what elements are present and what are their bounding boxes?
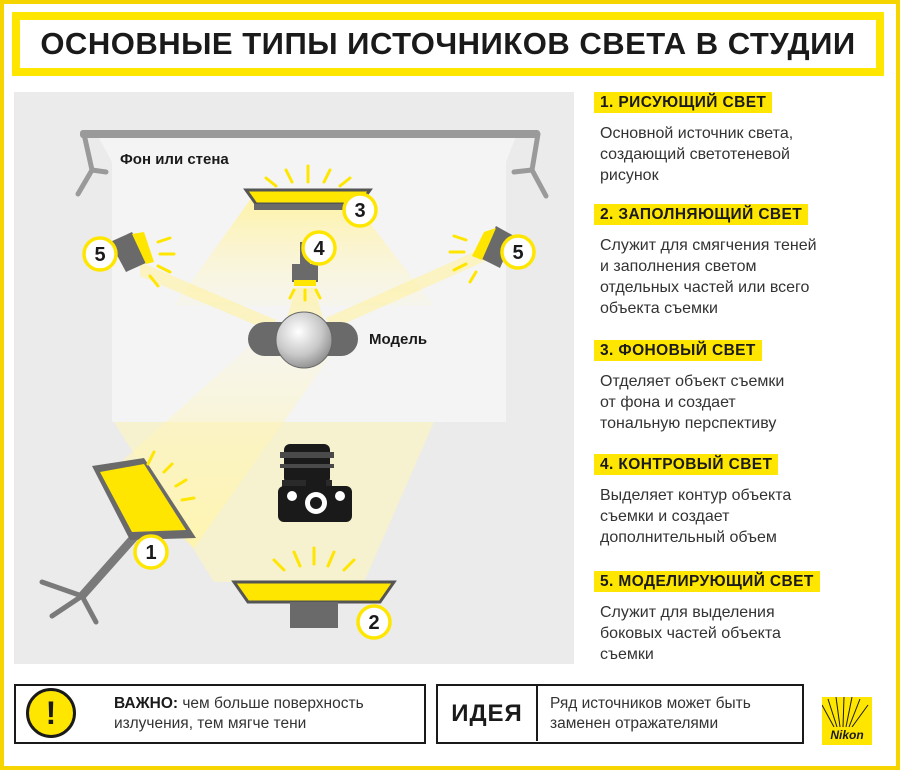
camera-icon <box>278 444 352 522</box>
page-title: ОСНОВНЫЕ ТИПЫ ИСТОЧНИКОВ СВЕТА В СТУДИИ <box>40 26 856 61</box>
svg-text:4: 4 <box>313 238 325 260</box>
marker-1: 1 <box>133 534 169 570</box>
model-head <box>275 311 333 369</box>
beam-modeling-right <box>326 244 492 330</box>
backdrop-stand-right <box>511 131 549 199</box>
light-rays-top <box>264 164 352 188</box>
modeling-light-right-fixture <box>472 226 514 268</box>
marker-5-left: 5 <box>82 236 118 272</box>
modeling-light-left-rays <box>148 236 176 288</box>
backdrop-stand-left <box>75 131 109 197</box>
key-light-diffuser <box>100 464 186 532</box>
modeling-light-left-fixture <box>110 232 154 272</box>
svg-text:5: 5 <box>94 244 105 266</box>
svg-text:1: 1 <box>145 542 156 564</box>
marker-5-right: 5 <box>500 234 536 270</box>
legend-item-modeling-light: 5. МОДЕЛИРУЮЩИЙ СВЕТ Служит для выделени… <box>594 571 890 665</box>
legend-description: Основной источник света, создающий свето… <box>600 125 794 184</box>
legend-item-back-light: 4. КОНТРОВЫЙ СВЕТ Выделяет контур объект… <box>594 454 890 548</box>
important-label: ВАЖНО: <box>114 695 179 712</box>
modeling-light-right-rays <box>448 234 478 284</box>
legend-description: Выделяет контур объекта съемки и создает… <box>600 487 792 546</box>
legend-description: Служит для смягчения теней и заполнения … <box>600 237 817 317</box>
warning-icon: ! <box>26 688 76 738</box>
key-light-rays <box>146 450 196 502</box>
legend-header: 2. ЗАПОЛНЯЮЩИЙ СВЕТ <box>594 204 809 225</box>
important-text: чем больше поверхность излучения, тем мя… <box>114 695 364 732</box>
legend-item-key-light: 1. РИСУЮЩИЙ СВЕТ Основной источник света… <box>594 92 890 186</box>
beam-modeling-left <box>140 262 276 332</box>
svg-text:2: 2 <box>368 612 379 634</box>
legend-item-fill-light: 2. ЗАПОЛНЯЮЩИЙ СВЕТ Служит для смягчения… <box>594 204 890 319</box>
legend-item-background-light: 3. ФОНОВЫЙ СВЕТ Отделяет объект съемки о… <box>594 340 890 434</box>
legend-description: Служит для выделения боковых частей объе… <box>600 604 781 663</box>
nikon-wordmark: Nikon <box>830 728 864 742</box>
legend-header: 4. КОНТРОВЫЙ СВЕТ <box>594 454 779 475</box>
legend-header: 1. РИСУЮЩИЙ СВЕТ <box>594 92 773 113</box>
idea-note: ИДЕЯ Ряд источников может быть заменен о… <box>436 684 804 744</box>
studio-scene: Фон или стена Модель 1 2 3 4 5 5 <box>14 92 574 664</box>
back-light-rays <box>288 288 322 302</box>
fill-light-rays <box>272 546 356 572</box>
important-note-text: ВАЖНО: чем больше поверхность излучения,… <box>114 694 422 734</box>
legend-header: 5. МОДЕЛИРУЮЩИЙ СВЕТ <box>594 571 820 592</box>
marker-2: 2 <box>356 604 392 640</box>
key-light-stand-legs <box>39 579 99 625</box>
svg-text:5: 5 <box>512 242 523 264</box>
important-note: ! ВАЖНО: чем больше поверхность излучени… <box>14 684 426 744</box>
marker-4: 4 <box>301 230 337 266</box>
backdrop-bar <box>80 130 540 138</box>
title-box: ОСНОВНЫЕ ТИПЫ ИСТОЧНИКОВ СВЕТА В СТУДИИ <box>20 20 876 68</box>
model-label: Модель <box>369 331 427 348</box>
marker-3: 3 <box>342 192 378 228</box>
idea-label: ИДЕЯ <box>438 686 538 741</box>
svg-text:3: 3 <box>354 200 365 222</box>
idea-text: Ряд источников может быть заменен отража… <box>550 695 751 732</box>
legend-header: 3. ФОНОВЫЙ СВЕТ <box>594 340 762 361</box>
background-label: Фон или стена <box>120 151 229 168</box>
key-light-stand <box>78 522 148 600</box>
beam-fill-light <box>114 422 434 582</box>
legend-description: Отделяет объект съемки от фона и создает… <box>600 373 785 432</box>
nikon-logo-rays-icon <box>822 697 869 727</box>
nikon-logo: Nikon <box>822 697 872 745</box>
fill-light-fixture <box>231 580 397 628</box>
